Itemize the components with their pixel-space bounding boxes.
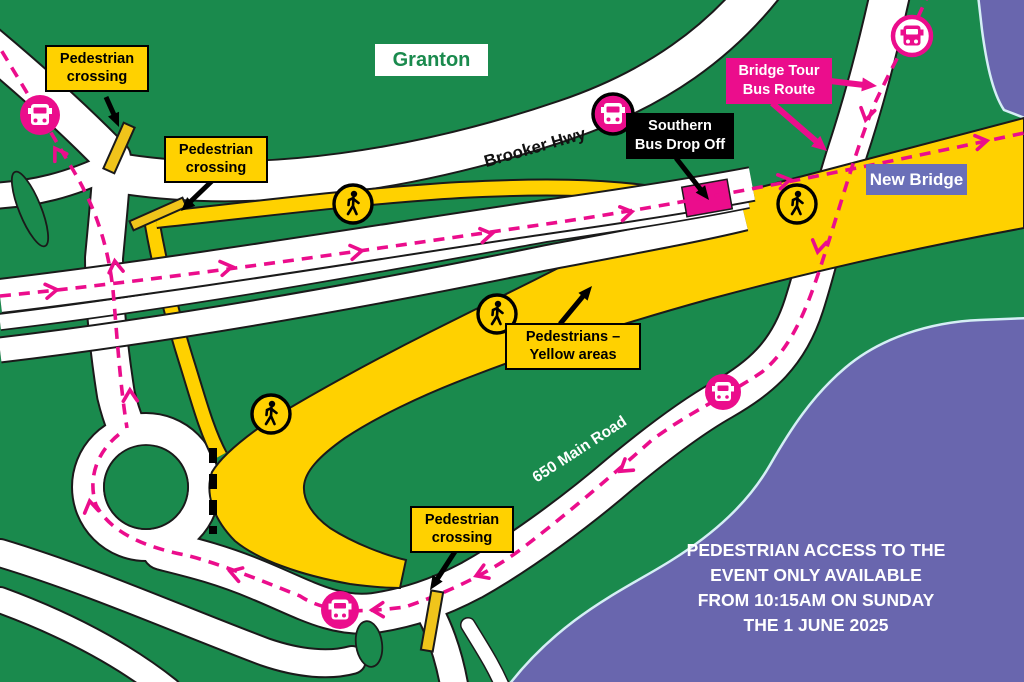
pedestrian-icon-brooker	[332, 183, 374, 225]
crossing-bar-north	[102, 121, 136, 175]
callout-arrows	[103, 95, 709, 590]
arrow-to-tour-road	[829, 77, 877, 92]
event-access-notice: PEDESTRIAN ACCESS TO THE EVENT ONLY AVAI…	[640, 538, 992, 637]
bus-icon-tour-route	[890, 14, 934, 58]
crossing-bar-south	[419, 589, 445, 653]
arrow-to-south-crossing	[430, 548, 459, 590]
bridge-tour-bus-route-label: Bridge Tour Bus Route	[726, 58, 832, 104]
route-direction-arrows	[43, 105, 991, 619]
notice-line1: PEDESTRIAN ACCESS TO THE	[686, 540, 946, 560]
crossing-bar-west	[128, 196, 188, 232]
bus-icon-main-road	[705, 374, 741, 410]
roundabout-island	[103, 444, 189, 530]
pedestrians-yellow-line2: Yellow areas	[529, 346, 617, 363]
suburb-label-granton: Granton	[375, 44, 488, 76]
southern-bus-line1: Southern	[648, 118, 712, 134]
new-bridge-label: New Bridge	[866, 164, 967, 195]
bus-icon-northwest	[20, 95, 60, 135]
southern-bus-drop-off-label: Southern Bus Drop Off	[626, 113, 734, 159]
pedestrians-yellow-line1: Pedestrians –	[525, 329, 621, 345]
pedestrian-icons	[250, 183, 818, 435]
bus-icon-south-junction	[321, 591, 359, 629]
pedestrian-icon-hairpin	[250, 393, 292, 435]
pedestrian-icon-new-bridge	[776, 183, 818, 225]
water-areas	[509, 0, 1024, 682]
arrow-to-bridge-route	[770, 100, 827, 151]
bus-route-west	[0, 44, 129, 429]
pedestrian-crossing-label-north: Pedestrian crossing	[45, 45, 149, 93]
bridge-tour-line1: Bridge Tour	[738, 63, 820, 79]
bridge-tour-arrows	[770, 77, 877, 151]
notice-line2: EVENT ONLY AVAILABLE	[710, 564, 922, 585]
water-right	[509, 316, 1024, 682]
notice-line3: FROM 10:15AM ON SUNDAY	[697, 589, 935, 610]
southern-bus-line2: Bus Drop Off	[634, 136, 726, 153]
bus-stop-icons	[20, 14, 934, 629]
bus-route-main-road	[91, 0, 928, 613]
bridge-tour-line2: Bus Route	[742, 81, 816, 98]
arrow-to-west-crossing	[181, 178, 215, 211]
pedestrian-crossing-label-south: Pedestrian crossing	[410, 506, 514, 554]
notice-line4: THE 1 JUNE 2025	[743, 614, 889, 635]
pedestrian-crossing-label-west: Pedestrian crossing	[164, 136, 268, 184]
traffic-islands	[10, 170, 384, 668]
pedestrians-yellow-areas-label: Pedestrians – Yellow areas	[505, 323, 641, 371]
crossing-bars	[102, 121, 445, 653]
arrow-to-drop-off-pad	[674, 156, 709, 200]
arrow-to-north-crossing	[103, 95, 120, 127]
bus-routes	[0, 0, 1024, 613]
arrow-to-yellow-area	[558, 286, 592, 326]
water-top-right	[977, 0, 1024, 120]
